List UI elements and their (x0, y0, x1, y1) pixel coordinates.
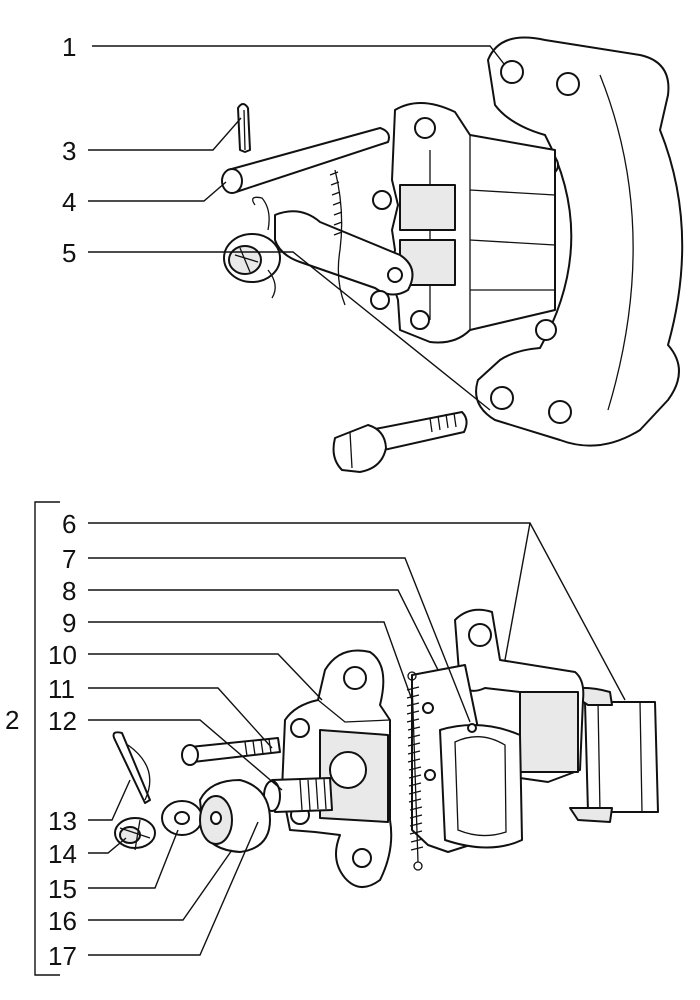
leader-lines (88, 45, 626, 956)
adjuster-hub (223, 196, 281, 299)
assembly-bracket (34, 501, 60, 976)
callout-17: 17 (48, 941, 77, 971)
brake-pad-outer (454, 608, 585, 783)
callout-15: 15 (48, 874, 77, 904)
callout-10: 10 (48, 640, 77, 670)
callout-3: 3 (62, 136, 76, 166)
callout-5: 5 (62, 238, 76, 268)
split-pin (237, 103, 251, 153)
callout-7: 7 (62, 544, 76, 574)
adjuster-screw (181, 737, 281, 766)
callout-13: 13 (48, 806, 77, 836)
brake-pad-inner (411, 664, 523, 853)
callout-4: 4 (62, 187, 76, 217)
split-pin-small (112, 731, 151, 804)
callout-11: 11 (48, 674, 75, 704)
pad-spring-clip (564, 686, 659, 823)
callout-1: 1 (62, 32, 76, 62)
eccentric-cam (199, 779, 271, 853)
callout-6: 6 (62, 509, 76, 539)
adjuster-lever (274, 169, 414, 310)
carrier-bracket (281, 649, 393, 888)
threaded-stud (263, 777, 333, 813)
mounting-bolt (332, 411, 468, 473)
callout-8: 8 (62, 576, 76, 606)
callout-12: 12 (48, 706, 77, 736)
callout-2: 2 (5, 705, 19, 735)
callout-14: 14 (48, 839, 77, 869)
caliper-body (389, 101, 556, 344)
washer (161, 800, 203, 836)
guide-pin (221, 127, 390, 194)
callout-16: 16 (48, 906, 77, 936)
tension-spring (406, 671, 424, 871)
castellated-nut (114, 817, 156, 851)
callout-9: 9 (62, 608, 76, 638)
